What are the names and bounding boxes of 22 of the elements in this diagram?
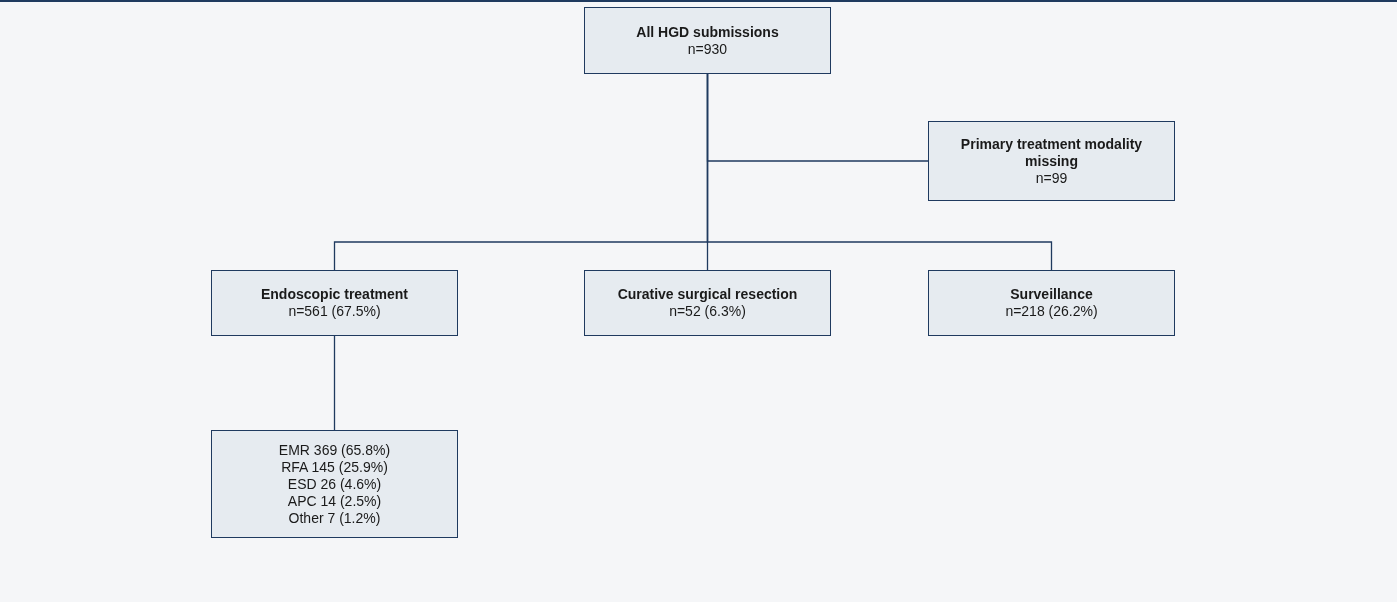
- box-heading: Surveillance: [1010, 286, 1093, 303]
- box-heading: Endoscopic treatment: [261, 286, 408, 303]
- count-text: n=930: [687, 40, 728, 58]
- process-box: [211, 270, 458, 336]
- process-box: [211, 430, 458, 538]
- list-item: EMR 369 (65.8%): [278, 441, 391, 459]
- list-item: RFA 145 (25.9%): [281, 458, 388, 476]
- process-box: [584, 7, 831, 74]
- box-heading: All HGD submissions: [636, 23, 779, 41]
- connector-line: [706, 73, 1053, 271]
- count-text: n=52 (6.3%): [669, 303, 746, 320]
- process-box: [928, 270, 1175, 336]
- list-item: APC 14 (2.5%): [287, 492, 382, 510]
- count-text: n=99: [1035, 169, 1068, 187]
- process-box: [928, 121, 1175, 201]
- process-box: [584, 270, 831, 336]
- list-item: ESD 26 (4.6%): [287, 475, 382, 493]
- connector-line: [333, 335, 336, 431]
- box-heading: Curative surgical resection: [617, 286, 798, 303]
- list-item: Other 7 (1.2%): [288, 509, 381, 527]
- count-text: n=561 (67.5%): [288, 303, 381, 320]
- count-text: n=218 (26.2%): [1005, 303, 1098, 320]
